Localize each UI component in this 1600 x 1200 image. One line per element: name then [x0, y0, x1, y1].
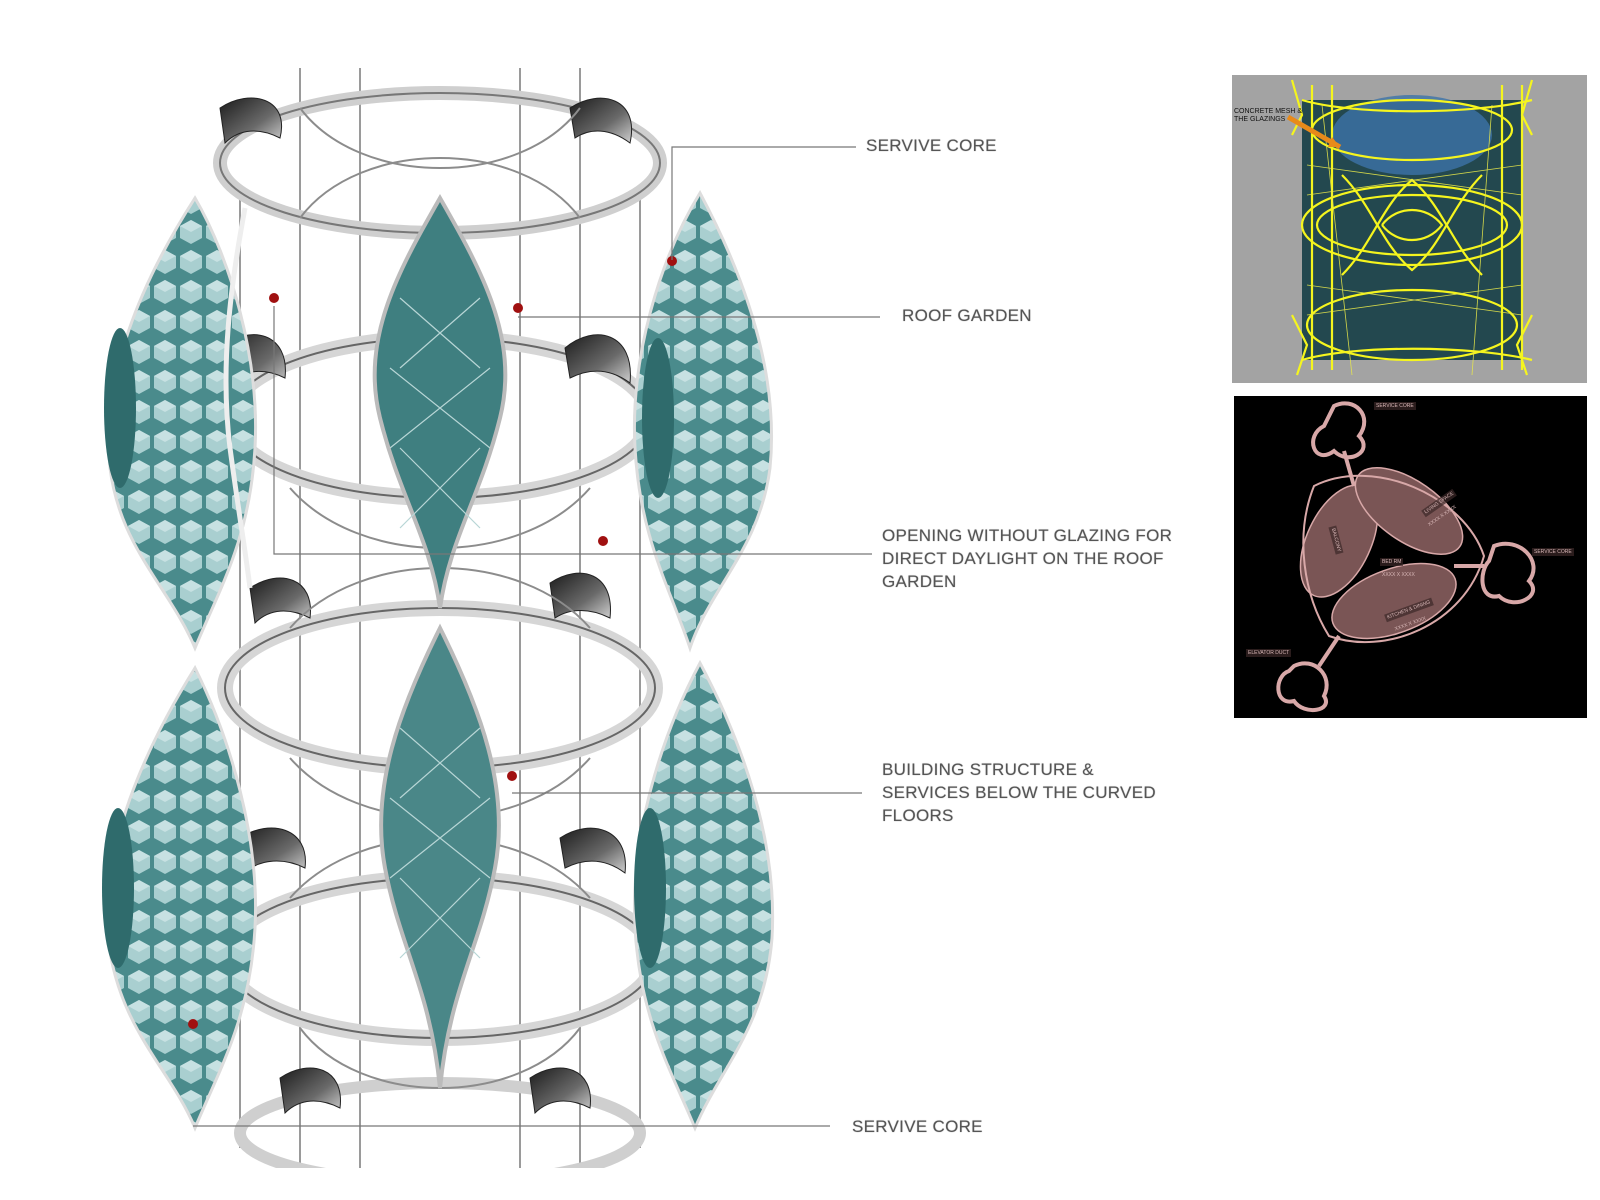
central-glazing	[372, 193, 508, 1089]
label-service-core-bottom: SERVIVE CORE	[852, 1117, 983, 1136]
label-roof-garden: ROOF GARDEN	[902, 306, 1032, 325]
mesh-view-image: CONCRETE MESH & THE GLAZINGS	[1232, 75, 1587, 383]
plan-elevator: ELEVATOR DUCT	[1246, 649, 1292, 657]
plan-view-image: SERVICE CORE SERVICE CORE ELEVATOR DUCT …	[1234, 396, 1587, 718]
label-service-core-top: SERVIVE CORE	[866, 136, 997, 155]
left-glazing-pods	[102, 195, 258, 1132]
plan-bed: BED RM	[1380, 558, 1404, 566]
tower-render	[102, 68, 775, 1168]
mesh-annotation: CONCRETE MESH & THE GLAZINGS	[1234, 108, 1303, 123]
plan-service-core-2: SERVICE CORE	[1532, 548, 1574, 556]
plan-service-core-1: SERVICE CORE	[1374, 402, 1416, 410]
right-glazing-pods	[632, 189, 775, 1132]
label-structure: BUILDING STRUCTURE & SERVICES BELOW THE …	[882, 760, 1156, 825]
plan-bed-dim: XXXX X XXXX	[1382, 572, 1415, 578]
label-opening: OPENING WITHOUT GLAZING FOR DIRECT DAYLI…	[882, 526, 1173, 591]
